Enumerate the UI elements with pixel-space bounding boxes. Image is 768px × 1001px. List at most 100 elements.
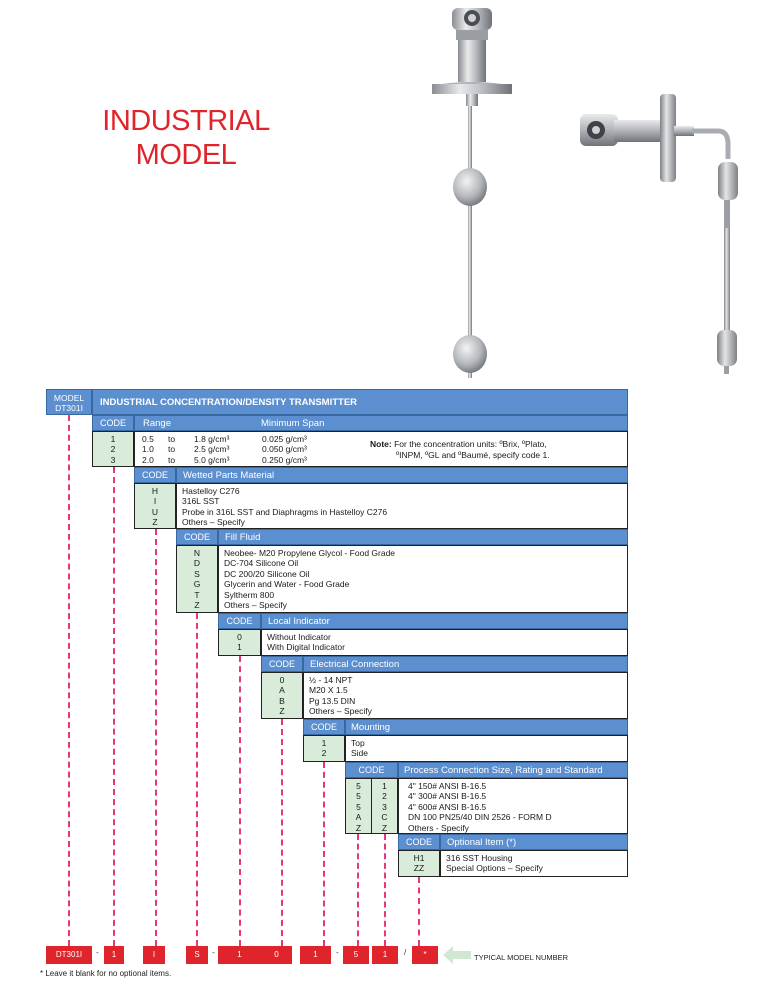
wetted-item: Probe in 316L SST and Diaphragms in Hast… [182,506,388,517]
wetted-item: Others – Specify [182,517,245,528]
range-span: 0.025 g/cm³ [262,434,307,444]
side-mount-transmitter-image [580,94,738,374]
range-note: Note: For the concentration units: ºBrix… [370,439,550,461]
fill-item: DC-704 Silicone Oil [224,558,299,569]
electrical-title: Electrical Connection [310,659,400,670]
electrical-code: Z [279,706,285,717]
mounting-title: Mounting [351,722,391,733]
optional-title: Optional Item (*) [447,837,517,848]
typical-code-mounting: 1 [300,946,331,964]
connector-line [155,529,157,946]
process-code-header: CODE [345,762,398,778]
connector-line [384,834,386,946]
connector-line [357,834,359,946]
range-code: 1 [110,434,116,444]
process-code: 5 [356,781,361,791]
footnote: * Leave it blank for no optional items. [40,969,172,978]
range-span: 0.050 g/cm³ [262,444,307,455]
range-codes: 1 2 3 [92,431,134,467]
indicator-codes: 0 1 [218,629,261,656]
electrical-header: Electrical Connection [303,656,628,672]
fill-codes: N D S G T Z [176,545,218,613]
fill-item: Syltherm 800 [224,589,275,600]
fill-title: Fill Fluid [225,532,261,543]
wetted-item: Hastelloy C276 [182,486,240,496]
connector-line [323,762,325,946]
range-from: 0.5 [142,434,154,444]
range-note-bold: Note: [370,439,392,449]
electrical-description: ½ - 14 NPT M20 X 1.5 Pg 13.5 DIN Others … [303,672,628,719]
range-from: 1.0 [142,444,154,455]
electrical-codes: 0 A B Z [261,672,303,719]
fill-item: Others – Specify [224,600,287,611]
mounting-code-header: CODE [303,719,345,735]
page-title-line-2: MODEL [135,139,237,171]
connector-line [281,719,283,946]
process-item: DN 100 PN25/40 DIN 2526 - FORM D [408,812,552,823]
main-header-text: INDUSTRIAL CONCENTRATION/DENSITY TRANSMI… [100,397,358,408]
range-span: 0.250 g/cm³ [262,454,307,465]
separator: - [212,948,215,957]
mounting-header: Mounting [345,719,628,735]
optional-item: 316 SST Housing [446,853,513,863]
range-to: to [168,434,176,444]
fill-code: Z [194,600,200,611]
process-codes-second: 1 2 3 C Z [371,778,398,834]
process-code: Z [355,822,362,833]
range-upper: 1.8 g/cm³ [194,434,230,444]
mounting-item: Top [351,738,365,748]
wetted-code-header: CODE [134,467,176,483]
wetted-header: Wetted Parts Material [176,467,628,483]
connector-line [196,613,198,946]
typical-code-process-b: 1 [372,946,398,964]
minimum-span-label: Minimum Span [261,418,325,429]
range-header: Range Minimum Span [134,415,628,431]
range-upper: 2.5 g/cm³ [194,444,230,455]
typical-model-number-label: TYPICAL MODEL NUMBER [474,953,569,962]
indicator-code-header: CODE [218,613,261,629]
page-title: INDUSTRIAL MODEL [96,104,276,172]
wetted-title: Wetted Parts Material [183,470,275,481]
electrical-code: B [279,695,285,706]
separator: - [336,948,339,957]
typical-code-electrical: 0 [261,946,292,964]
electrical-item: M20 X 1.5 [309,685,348,696]
indicator-code: 0 [237,632,242,642]
typical-code-range: 1 [104,946,124,964]
process-code: 5 [356,791,361,802]
process-code: 5 [356,801,361,812]
optional-item: Special Options – Specify [446,863,543,874]
process-code: 2 [382,791,387,802]
model-value: DT301I [55,403,83,413]
typical-code-process-a: 5 [343,946,369,964]
fill-description: Neobee- M20 Propylene Glycol - Food Grad… [218,545,628,613]
range-code: 3 [110,454,116,465]
wetted-description: Hastelloy C276 316L SST Probe in 316L SS… [176,483,628,529]
fill-item: Glycerin and Water - Food Grade [224,579,350,590]
range-from: 2.0 [142,454,154,465]
separator: - [96,948,99,957]
range-note-line-1: For the concentration units: ºBrix, ºPla… [391,439,547,449]
fill-code-header: CODE [176,529,218,545]
electrical-item: ½ - 14 NPT [309,675,353,685]
wetted-item: 316L SST [182,496,220,507]
electrical-item: Others – Specify [309,706,372,717]
fill-item: Neobee- M20 Propylene Glycol - Food Grad… [224,548,396,558]
process-title: Process Connection Size, Rating and Stan… [404,765,603,776]
main-header: INDUSTRIAL CONCENTRATION/DENSITY TRANSMI… [92,389,628,415]
fill-code: D [193,558,201,569]
connector-line [113,467,115,946]
model-label: MODEL [53,393,85,403]
indicator-header: Local Indicator [261,613,628,629]
range-upper: 5.0 g/cm³ [194,454,230,465]
electrical-code: A [279,685,285,696]
optional-code-header: CODE [398,834,440,850]
wetted-codes: H I U Z [134,483,176,529]
process-item: 4" 150# ANSI B-16.5 [408,781,487,791]
indicator-item: Without Indicator [267,632,331,642]
process-code: Z [381,822,388,833]
mounting-codes: 1 2 [303,735,345,762]
optional-header: Optional Item (*) [440,834,628,850]
indicator-item: With Digital Indicator [267,642,345,653]
range-description: 0.5 1.0 2.0 to to to 1.8 g/cm³ 2.5 g/cm³… [134,431,628,467]
